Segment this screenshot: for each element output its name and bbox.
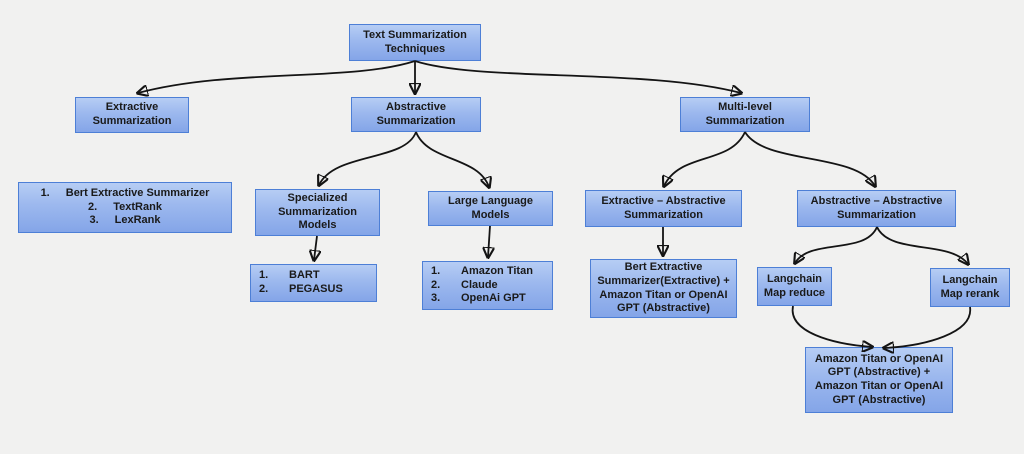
- list-item: 2. TextRank: [88, 200, 162, 213]
- connector-multilevel-to-abs-abs: [744, 131, 875, 186]
- connector-specialized-to-models: [314, 235, 317, 260]
- connector-llm-to-models: [488, 225, 490, 257]
- connector-abstractive-to-llm: [415, 131, 489, 187]
- list-item: 1. Amazon Titan: [431, 264, 533, 277]
- node-specialized-models-list: 1. BART 2. PEGASUS: [250, 264, 377, 302]
- connector-map-reduce-to-titan-plus: [791, 305, 872, 347]
- node-extractive-summarization: Extractive Summarization: [75, 97, 189, 133]
- connector-root-to-multilevel: [414, 60, 741, 93]
- node-extractive-abstractive-summarization: Extractive – Abstractive Summarization: [585, 190, 742, 227]
- node-specialized-summarization-models: Specialized Summarization Models: [255, 189, 380, 236]
- list-item: 3. OpenAi GPT: [431, 292, 526, 305]
- list-item: 2. PEGASUS: [259, 283, 343, 295]
- connector-abstractive-to-specialized: [319, 131, 417, 185]
- node-langchain-map-rerank: Langchain Map rerank: [930, 268, 1010, 307]
- node-text-summarization-techniques: Text Summarization Techniques: [349, 24, 481, 61]
- list-item: 1. Bert Extractive Summarizer: [40, 186, 210, 199]
- list-item: 2. Claude: [431, 278, 498, 291]
- node-abstractive-abstractive-summarization: Abstractive – Abstractive Summarization: [797, 190, 956, 227]
- node-titan-plus-titan: Amazon Titan or OpenAI GPT (Abstractive)…: [805, 347, 953, 413]
- connector-root-to-extractive: [138, 60, 416, 93]
- node-large-language-models: Large Language Models: [428, 191, 553, 226]
- node-extractive-methods-list: 1. Bert Extractive Summarizer 2. TextRan…: [18, 182, 232, 233]
- node-langchain-map-reduce: Langchain Map reduce: [757, 267, 832, 306]
- connector-abs-abs-to-map-rerank: [876, 226, 968, 264]
- connector-map-rerank-to-titan-plus: [884, 306, 971, 348]
- node-multi-level-summarization: Multi-level Summarization: [680, 97, 810, 132]
- connector-multilevel-to-ext-abs: [664, 131, 746, 186]
- node-bert-plus-llm: Bert Extractive Summarizer(Extractive) +…: [590, 259, 737, 318]
- list-item: 1. BART: [259, 269, 320, 282]
- connector-abs-abs-to-map-reduce: [795, 226, 878, 263]
- list-item: 3. LexRank: [89, 214, 161, 227]
- node-llm-models-list: 1. Amazon Titan 2. Claude 3. OpenAi GPT: [422, 261, 553, 310]
- node-abstractive-summarization: Abstractive Summarization: [351, 97, 481, 132]
